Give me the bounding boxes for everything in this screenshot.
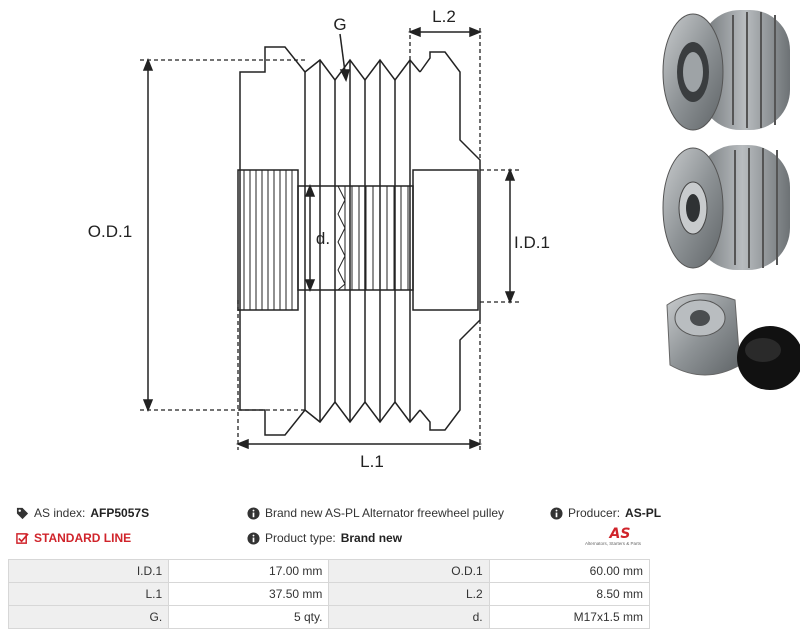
info-icon (247, 506, 260, 520)
standard-line: STANDARD LINE (16, 531, 131, 545)
label-l1: L.1 (360, 452, 384, 471)
product-type: Product type: Brand new (247, 531, 402, 545)
producer-value: AS-PL (625, 506, 662, 520)
pulley-technical-drawing: G L.2 O.D.1 I.D.1 d. L.1 (88, 7, 550, 471)
logo-mark: AS (609, 526, 631, 542)
label-l2: L.2 (432, 7, 456, 26)
spec-value: M17x1.5 mm (488, 605, 651, 629)
product-info: AS index: AFP5057S STANDARD LINE Brand n… (0, 500, 800, 560)
spec-value: 17.00 mm (168, 559, 330, 583)
spec-key: L.1 (7, 582, 170, 606)
pulley-photo-cap (666, 293, 800, 390)
spec-table: I.D.1 17.00 mm O.D.1 60.00 mm L.1 37.50 … (7, 559, 651, 629)
label-g: G (333, 15, 346, 34)
spec-key: G. (7, 605, 170, 629)
as-pl-logo: AS Alternators, Starters & Parts (585, 527, 655, 553)
as-index-value: AFP5057S (90, 506, 150, 520)
producer: Producer: AS-PL (550, 506, 661, 520)
label-id1: I.D.1 (514, 233, 550, 252)
spec-value: 37.50 mm (168, 582, 330, 606)
spec-key: O.D.1 (328, 559, 490, 583)
spec-key: L.2 (328, 582, 490, 606)
product-type-value: Brand new (340, 531, 403, 545)
label-od1: O.D.1 (88, 222, 132, 241)
spec-value: 5 qty. (168, 605, 330, 629)
producer-label: Producer: (568, 506, 621, 520)
standard-line-label: STANDARD LINE (34, 531, 132, 545)
pulley-photo-rear (662, 145, 790, 270)
table-row: G. 5 qty. d. M17x1.5 mm (7, 605, 651, 629)
info-icon (550, 506, 563, 520)
spec-key: I.D.1 (7, 559, 170, 583)
label-d: d. (316, 229, 330, 248)
description-text: Brand new AS-PL Alternator freewheel pul… (265, 506, 505, 520)
tag-icon (16, 507, 29, 519)
as-index: AS index: AFP5057S (16, 506, 149, 520)
table-row: L.1 37.50 mm L.2 8.50 mm (7, 582, 651, 606)
checkbox-icon (16, 532, 29, 544)
spec-value: 60.00 mm (488, 559, 651, 583)
spec-value: 8.50 mm (488, 582, 651, 606)
product-type-label: Product type: (265, 531, 336, 545)
table-row: I.D.1 17.00 mm O.D.1 60.00 mm (7, 559, 651, 583)
as-index-label: AS index: (34, 506, 86, 520)
description: Brand new AS-PL Alternator freewheel pul… (247, 506, 504, 520)
info-icon (247, 531, 260, 545)
logo-tagline: Alternators, Starters & Parts (585, 541, 642, 546)
pulley-photo-front (662, 10, 790, 131)
spec-key: d. (328, 605, 490, 629)
product-photos (662, 10, 800, 390)
